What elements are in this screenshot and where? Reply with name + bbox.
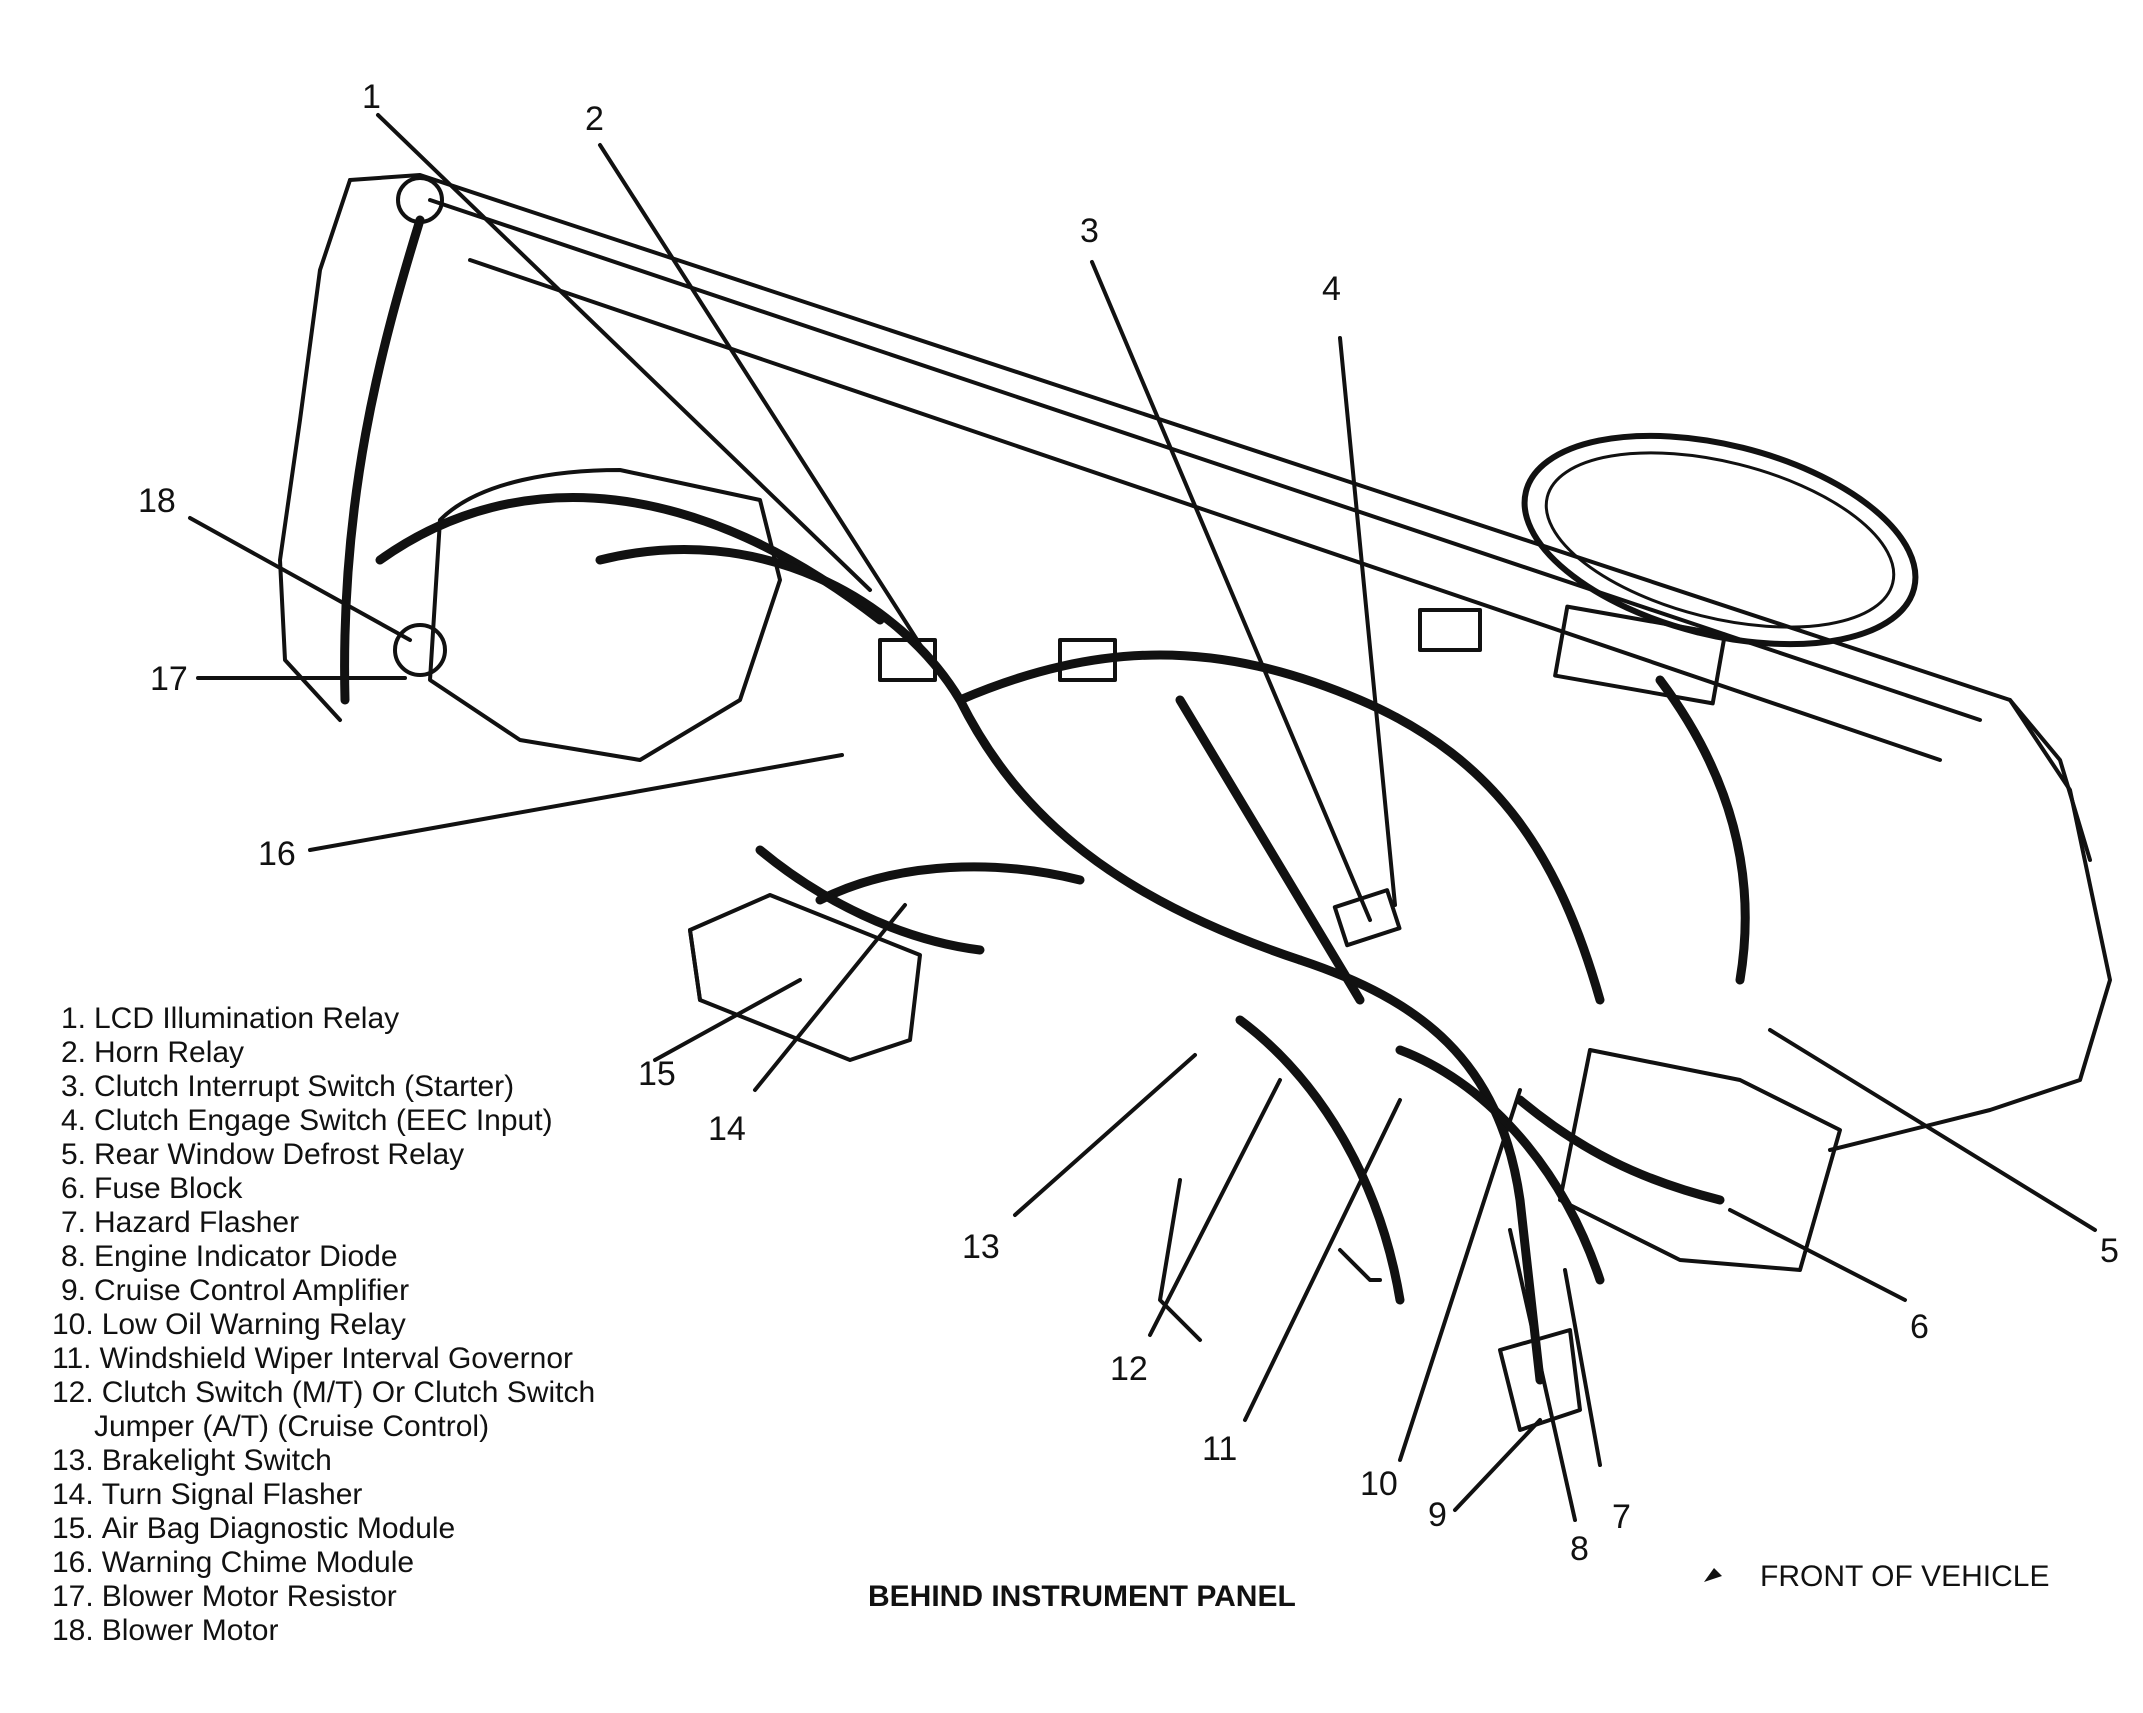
legend-item: 9.Cruise Control Amplifier	[60, 1274, 410, 1307]
steering-wheel	[1521, 432, 1919, 648]
callout-6: 6	[1910, 1308, 1929, 1346]
front-of-vehicle-note: FRONT OF VEHICLE	[1702, 1560, 2049, 1594]
legend-item: 10.Low Oil Warning Relay	[52, 1308, 406, 1341]
fuse-block	[1558, 1048, 1842, 1272]
callout-numbers: 1 2 3 4 5 6 7 8 9 10 11 12 13 14 15 16 1…	[138, 78, 2119, 1568]
callout-14: 14	[708, 1110, 746, 1148]
front-of-vehicle-label: FRONT OF VEHICLE	[1760, 1560, 2050, 1593]
legend-item: 8.Engine Indicator Diode	[60, 1240, 398, 1273]
blower-housing	[428, 468, 782, 762]
callout-16: 16	[258, 835, 296, 873]
diagram-caption: BEHIND INSTRUMENT PANEL	[868, 1580, 1296, 1613]
legend-item: 14.Turn Signal Flasher	[52, 1478, 363, 1511]
callout-1: 1	[362, 78, 381, 116]
arrow-icon	[1704, 1568, 1722, 1582]
legend-list: 1.LCD Illumination Relay 2.Horn Relay 3.…	[52, 1002, 595, 1648]
callout-5: 5	[2100, 1232, 2119, 1270]
callout-4: 4	[1322, 270, 1341, 308]
callout-2: 2	[585, 100, 604, 138]
legend-item: 17.Blower Motor Resistor	[52, 1580, 397, 1613]
callout-8: 8	[1570, 1530, 1589, 1568]
air-bag-module	[688, 893, 922, 1062]
legend-item: 15.Air Bag Diagnostic Module	[52, 1512, 456, 1545]
leader-lines	[188, 113, 2097, 1522]
cruise-control-amplifier	[1498, 1328, 1582, 1432]
legend-item: 3.Clutch Interrupt Switch (Starter)	[60, 1070, 515, 1103]
legend-item: 2.Horn Relay	[60, 1036, 245, 1069]
legend-item: 11.Windshield Wiper Interval Governor	[52, 1342, 573, 1375]
callout-18: 18	[138, 482, 176, 520]
legend-item: 6.Fuse Block	[60, 1172, 243, 1205]
wiring-harness	[340, 215, 1750, 1385]
legend-item: 4.Clutch Engage Switch (EEC Input)	[60, 1104, 553, 1137]
callout-9: 9	[1428, 1496, 1447, 1534]
legend-item: 18.Blower Motor	[52, 1614, 279, 1647]
callout-3: 3	[1080, 212, 1099, 250]
dash-panel-outline	[278, 173, 2112, 1342]
legend-item: 12.Clutch Switch (M/T) Or Clutch Switch	[52, 1376, 596, 1409]
callout-12: 12	[1110, 1350, 1148, 1388]
legend-item-continuation: Jumper (A/T) (Cruise Control)	[94, 1410, 490, 1443]
callout-10: 10	[1360, 1465, 1398, 1503]
legend-item: 13.Brakelight Switch	[52, 1444, 332, 1477]
callout-7: 7	[1612, 1498, 1631, 1536]
callout-17: 17	[150, 660, 188, 698]
legend-item: 1.LCD Illumination Relay	[60, 1002, 400, 1035]
legend-item: 16.Warning Chime Module	[52, 1546, 415, 1579]
callout-13: 13	[962, 1228, 1000, 1266]
callout-15: 15	[638, 1055, 676, 1093]
legend-item: 5.Rear Window Defrost Relay	[60, 1138, 465, 1171]
callout-11: 11	[1202, 1430, 1237, 1468]
legend-item: 7.Hazard Flasher	[60, 1206, 300, 1239]
